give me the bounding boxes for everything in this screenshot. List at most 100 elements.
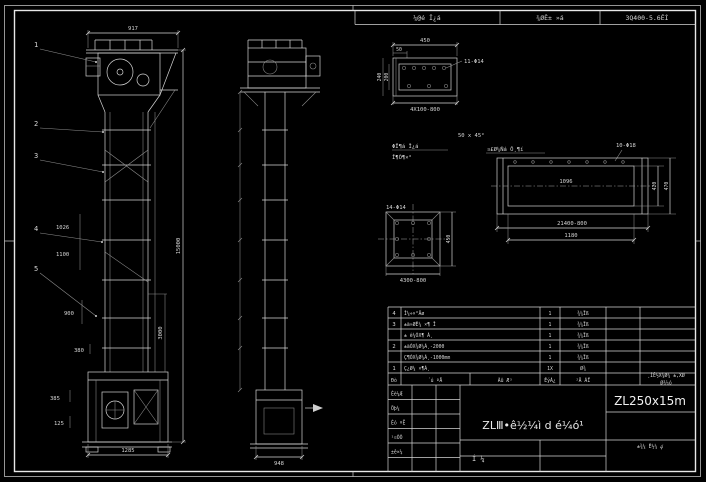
title-cell-2: Öþ¼ [391,405,400,412]
holes-note-14-d14: 14-Φ14 [386,205,407,211]
casing-detail-label: ¤£Ø¼Ñá Ô¸¶í [487,146,523,153]
balloon-label: 2 [34,120,38,128]
title-cell-3: Éó ºË [391,419,406,427]
balloon-callout-2: 2 [34,120,104,133]
bom-name: Î¼÷×°Äø [404,310,424,317]
detail-channel-section: 450 50 11-Φ14 240 200 4X100-800 ΦÏ¶á Î¿á… [377,38,485,161]
bom-header-code: ´ú ºÅ [428,377,443,384]
dim-420: 420 [652,182,658,191]
strip-cell-1: ¼@é Î¿á [413,13,440,22]
dim-470: 470 [664,182,670,191]
dim-240: 240 [377,73,383,82]
bom-no: 4 [392,311,396,317]
balloon-label: 3 [34,152,38,160]
detail-caption-line1: ΦÏ¶á Î¿á [392,143,419,150]
bom-name: Ç¶ÓX¾Ø¼Á¸-1000mm [404,354,450,361]
bom-note-line2: Ø¾¼ó [660,380,672,387]
motor-block [85,57,101,77]
bom-row: 2 ±äÓX¾Ø¼Á¸-2000 1 ¾¼Ïß [392,343,589,350]
bom-no: 2 [392,344,395,350]
bom-row: 3 ±ä»ØÊ¼ ×¶ Î 1 ¾¼Ïß [392,320,589,328]
drawing-frame [4,5,701,477]
drive-pulley-icon [136,73,150,87]
dim-21400-800: 21400-800 [557,221,587,227]
balloon-callout-5: 5 [34,265,97,317]
dim-15000: 15000 [176,238,182,255]
bom-header-no: Ðò [391,377,397,384]
chamfer-note: 50 x 45° [458,133,485,139]
bom-qty: 1 [549,311,552,317]
front-view-geometry [82,39,178,453]
title-cell-4: ¹¤ÒÕ [391,434,403,441]
model-number: ZL250x15m [614,394,686,408]
dim-948: 948 [274,461,284,467]
section-arrow-marker [305,404,323,412]
detail-casing-section: ¤£Ø¼Ñá Ô¸¶í 10-Φ18 1096 21400-800 1180 4… [486,143,676,244]
dim-380: 380 [74,348,84,354]
dim-917: 917 [128,26,138,32]
balloon-callout-3: 3 [34,152,104,173]
bom-name: ±ä»ØÊ¼ ×¶ Î [404,320,436,328]
bom-material: Ø¾ [580,365,586,372]
title-block: Éè¼Æ Öþ¼ Éó ºË ¹¤ÒÕ ±ê×¼ ZLⅢ•ê½¼ì d é¼ó¹… [388,384,696,472]
dim-1096: 1096 [559,179,572,185]
bom-name: ± ê¼ÓX¶ Á¸ [404,332,433,339]
dim-1026: 1026 [56,225,69,231]
dim-385: 385 [50,396,60,402]
bom-qty: 1 [549,355,552,361]
balloon-label: 1 [34,41,38,49]
dim-50: 50 [396,47,402,53]
bom-row: 4 Î¼÷×°Äø 1 ¾¼Ïß [392,310,589,317]
head-pulley-icon [106,58,134,86]
bom-material: ¾¼Ïß [577,343,589,350]
bom-material: ¾¼Ïß [577,321,589,328]
bom-no: 3 [392,322,395,328]
bom-row: Ç¶ÓX¾Ø¼Á¸-1000mm 1 ¾¼Ïß [404,354,589,361]
bom-header-name: Ãû Æ³ [498,377,513,384]
title-cell-5: ±ê×¼ [391,449,403,456]
bom-header-material: ²Ä ÁÏ [576,377,591,384]
side-view: 948 [237,39,321,467]
dim-1100: 1100 [56,252,69,258]
bom-qty: 1X [547,366,553,372]
dim-200: 200 [384,73,390,82]
dim-1285: 1285 [121,448,134,454]
drawing-title: ZLⅢ•ê½¼ì d é¼ó¹ [482,419,583,432]
strip-cell-3: 3Q400-5.6ÊÍ [625,13,668,22]
bom-header-row: Ðò ´ú ºÅ Ãû Æ³ ÊýÁ¿ ²Ä ÁÏ [391,376,590,384]
detail-caption-line2: Î¶Ò¶×° [392,154,412,161]
front-view-dimensions: 917 15000 3000 1026 1100 900 380 385 125 [50,26,186,458]
strip-cell-2: ¾ØÊ± »á [536,13,563,22]
bom-no: 1 [392,366,395,372]
balloon-callout-1: 1 [34,41,97,63]
bom-name: Ç¿Ø¼ ×¶Á¸ [404,365,430,372]
balloon-label: 4 [34,225,38,233]
balloon-callout-4: 4 [34,225,103,243]
dim-1180: 1180 [564,233,577,239]
front-view: 1 2 3 4 5 917 [34,26,186,458]
title-cell-1: Éè¼Æ [391,390,403,398]
title-footer: ±¾¼ Ê½¼ ؼ [637,442,663,450]
dim-3000: 3000 [158,326,164,339]
bom-name: ±äÓX¾Ø¼Á¸-2000 [404,343,445,350]
holes-note-10-d18: 10-Φ18 [616,143,636,149]
bom-qty: 1 [549,333,552,339]
dim-900: 900 [64,311,74,317]
bom-material: ¾¼Ïß [577,310,589,317]
balloon-label: 5 [34,265,38,273]
holes-note-11-d14: 11-Φ14 [464,59,485,65]
bom-row: 1 Ç¿Ø¼ ×¶Á¸ 1X Ø¾ [392,365,586,372]
bom-qty: 1 [549,322,552,328]
bom-material: ¾¼Ïß [577,354,589,361]
dim-125: 125 [54,421,64,427]
dim-hole-spacing: 4X100-800 [410,107,440,113]
top-info-strip: ¼@é Î¿á ¾ØÊ± »á 3Q400-5.6ÊÍ [354,10,696,25]
bom-header-qty: ÊýÁ¿ [544,376,556,384]
drawing-type-label: Í ¼ [472,454,485,463]
dim-450-channel: 450 [420,38,430,44]
dim-4300-800: 4300-800 [400,278,427,284]
bom-table: 4 Î¼÷×°Äø 1 ¾¼Ïß 3 ±ä»ØÊ¼ ×¶ Î 1 ¾¼Ïß ± … [387,306,696,472]
bom-qty: 1 [549,344,552,350]
motor-side [305,55,321,77]
